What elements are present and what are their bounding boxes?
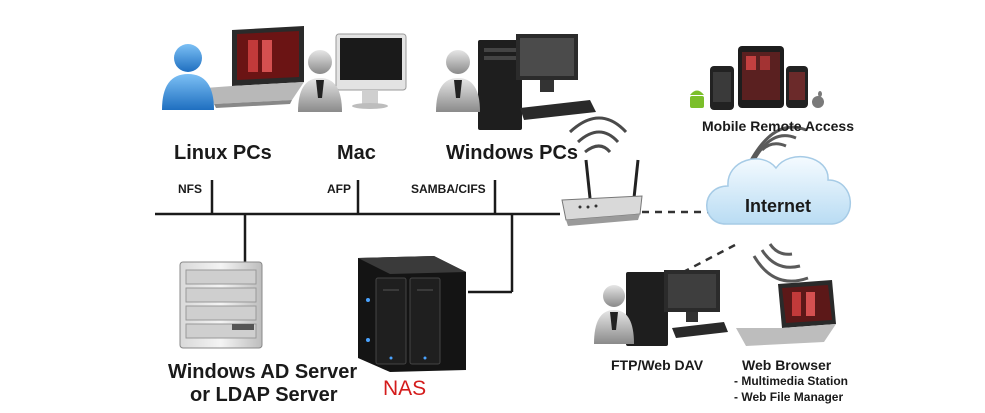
nas-device-icon <box>358 256 466 372</box>
router-wifi-waves-icon <box>568 116 628 154</box>
mac-user-icon <box>298 50 342 112</box>
web-file-manager-label: - Web File Manager <box>734 390 844 404</box>
ftp-web-dav-label: FTP/Web DAV <box>611 357 704 373</box>
internet-wifi-waves-icon <box>752 243 809 283</box>
mobile-devices-icon <box>710 46 808 110</box>
multimedia-station-label: - Multimedia Station <box>734 374 848 388</box>
ad-server-label-line1: Windows AD Server <box>168 361 358 383</box>
ftp-pc-icon <box>626 270 728 346</box>
mobile-remote-access-label: Mobile Remote Access <box>702 118 854 134</box>
android-logo-icon <box>690 90 704 108</box>
web-browser-label: Web Browser <box>742 357 832 373</box>
internet-cloud-icon <box>706 155 851 225</box>
router-icon <box>561 159 643 226</box>
linux-pcs-label: Linux PCs <box>174 142 272 164</box>
linux-laptop-icon <box>205 26 304 108</box>
internet-label: Internet <box>745 196 812 216</box>
apple-logo-icon <box>812 91 824 108</box>
nfs-protocol-label: NFS <box>178 182 202 196</box>
network-lines <box>155 180 560 294</box>
windows-pc-icon <box>478 34 596 130</box>
web-browser-laptop-icon <box>736 280 836 346</box>
linux-user-icon <box>162 44 214 110</box>
nas-label: NAS <box>383 377 427 400</box>
ad-server-label-line2: or LDAP Server <box>190 384 338 406</box>
ad-server-icon <box>179 261 263 349</box>
mac-label: Mac <box>337 142 376 164</box>
afp-protocol-label: AFP <box>327 182 351 196</box>
windows-pcs-label: Windows PCs <box>446 142 579 164</box>
samba-cifs-protocol-label: SAMBA/CIFS <box>411 182 486 196</box>
mac-imac-icon <box>335 33 407 109</box>
windows-user-icon <box>436 50 480 112</box>
ftp-user-icon <box>594 285 634 344</box>
